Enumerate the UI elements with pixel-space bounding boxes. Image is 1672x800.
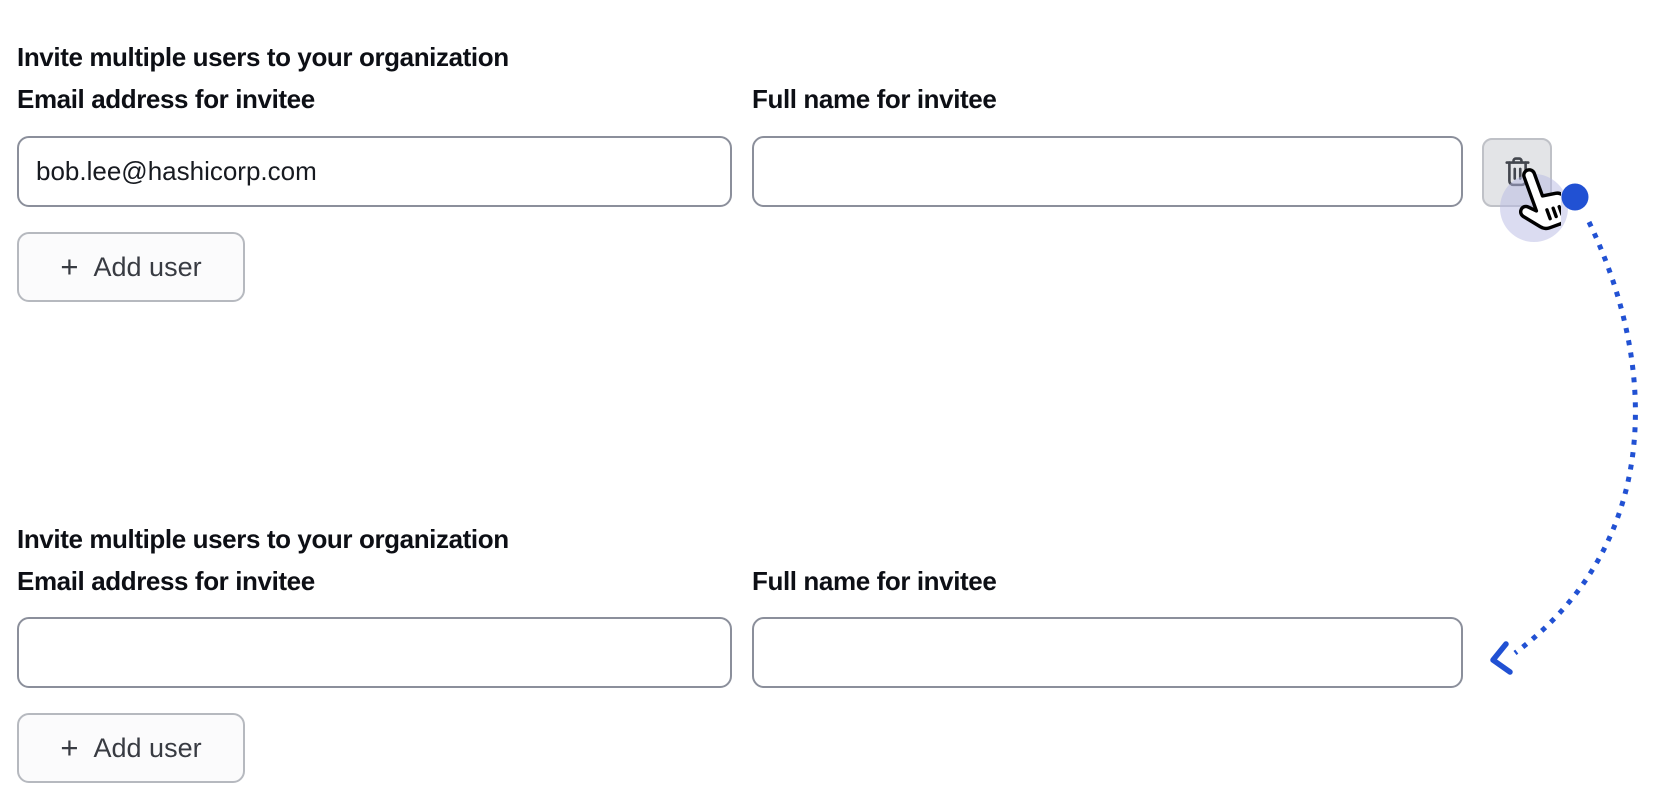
- arrow-dotted-curve: [1513, 220, 1638, 656]
- email-label: Email address for invitee: [17, 566, 315, 596]
- plus-icon: +: [60, 248, 79, 284]
- full-name-input[interactable]: [752, 617, 1463, 688]
- add-user-button[interactable]: + Add user: [17, 713, 245, 783]
- delete-user-button[interactable]: [1482, 138, 1552, 207]
- add-user-button[interactable]: + Add user: [17, 232, 245, 302]
- full-name-input[interactable]: [752, 136, 1463, 207]
- plus-icon: +: [60, 729, 79, 765]
- arrow-start-dot: [1561, 183, 1589, 211]
- email-input[interactable]: [17, 617, 732, 688]
- add-user-label: Add user: [93, 732, 202, 763]
- full-name-label: Full name for invitee: [752, 84, 997, 114]
- email-label: Email address for invitee: [17, 84, 315, 114]
- add-user-label: Add user: [93, 251, 202, 282]
- full-name-label: Full name for invitee: [752, 566, 997, 596]
- form-heading: Invite multiple users to your organizati…: [17, 523, 509, 554]
- trash-icon: [1501, 156, 1534, 189]
- email-input[interactable]: [17, 136, 732, 207]
- arrow-head: [1490, 641, 1513, 675]
- form-heading: Invite multiple users to your organizati…: [17, 41, 509, 72]
